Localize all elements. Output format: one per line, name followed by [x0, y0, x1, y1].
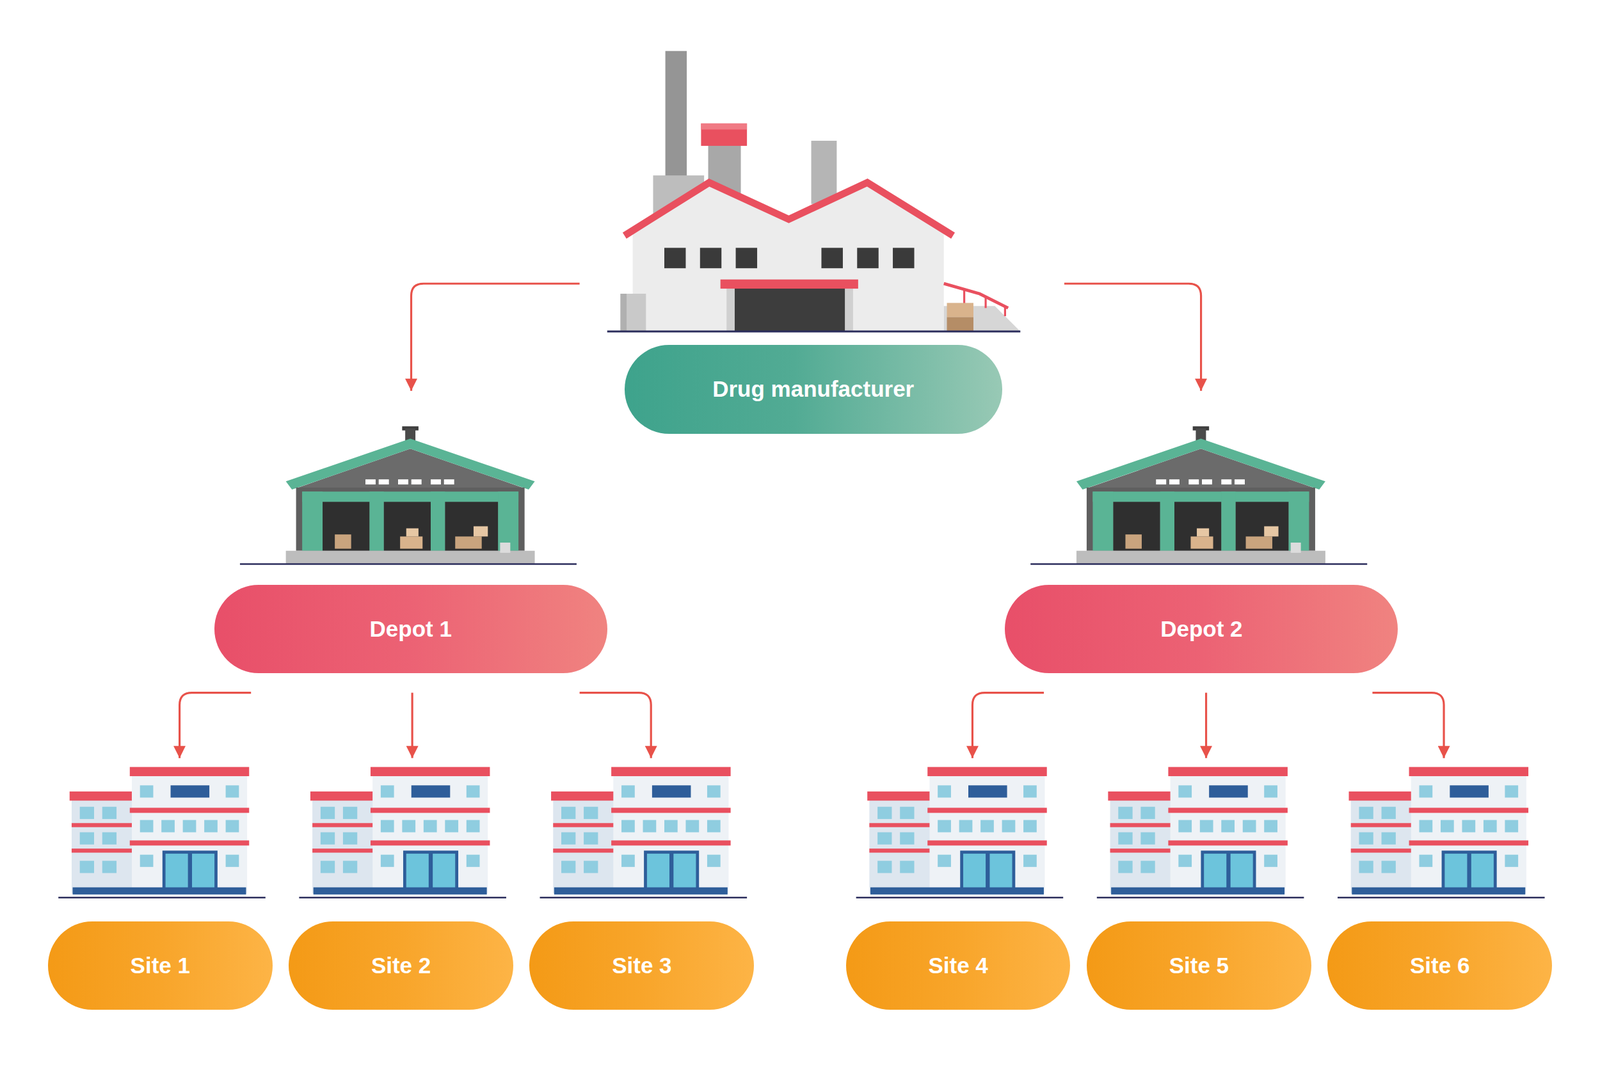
- flow-arrow: [411, 693, 414, 759]
- hospital-icon: [1096, 767, 1305, 898]
- depot-node: Depot 1: [214, 391, 608, 694]
- node-label: Depot 1: [369, 616, 452, 642]
- site-node: Site 4: [846, 758, 1071, 1011]
- crate: [947, 302, 974, 317]
- flow-arrow: [1372, 693, 1444, 759]
- pill-label-box: Site 1: [48, 921, 273, 1011]
- flow-arrow: [1064, 283, 1202, 391]
- chimney: [811, 140, 838, 205]
- factory-wall: [632, 185, 944, 332]
- door-post: [844, 288, 854, 332]
- window: [736, 247, 758, 269]
- rail-post: [984, 296, 987, 309]
- site-node: Site 5: [1086, 758, 1312, 1011]
- pill-label-box: Depot 2: [1004, 584, 1398, 674]
- stack-cap-top: [700, 123, 747, 130]
- node-label: Site 4: [928, 952, 988, 979]
- warehouse-icon: [1030, 426, 1368, 564]
- pill-label-box: Site 5: [1086, 921, 1312, 1011]
- door-post: [726, 288, 735, 332]
- hospital-icon: [856, 767, 1064, 898]
- window: [664, 247, 686, 269]
- flow-arrow: [1205, 693, 1208, 759]
- crate: [947, 317, 974, 332]
- node-label: Depot 2: [1160, 616, 1243, 642]
- factory-roof: [624, 182, 953, 236]
- door-lintel: [720, 279, 859, 289]
- pill-label-box: Site 3: [529, 921, 754, 1011]
- window: [700, 247, 722, 269]
- warehouse-icon: [240, 426, 577, 564]
- site-node: Site 2: [288, 758, 514, 1011]
- depot-node: Depot 2: [1004, 391, 1398, 694]
- pill-label-box: Site 4: [846, 921, 1071, 1011]
- node-label: Site 2: [371, 952, 431, 979]
- hospital-icon: [298, 767, 507, 898]
- node-label: Site 1: [130, 952, 191, 979]
- chimney: [665, 51, 687, 196]
- window: [856, 247, 879, 269]
- hospital-icon: [58, 767, 266, 898]
- hospital-icon: [540, 767, 748, 898]
- manufacturer-node: Drug manufacturer: [579, 40, 1065, 440]
- ground-line: [607, 330, 1021, 333]
- pill-label-box: Site 6: [1327, 921, 1552, 1011]
- pill-label-box: Drug manufacturer: [624, 344, 1003, 434]
- factory-icon: [607, 51, 1021, 332]
- site-node: Site 3: [529, 758, 754, 1011]
- node-label: Site 3: [611, 952, 672, 979]
- hospital-icon: [1337, 767, 1545, 898]
- shed: [620, 293, 646, 332]
- flow-arrow: [579, 693, 652, 759]
- flow-arrow: [972, 693, 1044, 759]
- site-node: Site 6: [1327, 758, 1552, 1011]
- node-label: Drug manufacturer: [712, 376, 914, 402]
- stack-cap: [700, 123, 747, 146]
- shed-edge: [620, 293, 627, 332]
- node-label: Site 5: [1169, 952, 1229, 979]
- flow-arrow: [179, 693, 252, 759]
- window: [892, 247, 914, 269]
- node-label: Site 6: [1409, 952, 1470, 979]
- window: [821, 247, 843, 269]
- factory-door: [734, 287, 845, 332]
- pill-label-box: Site 2: [288, 921, 514, 1011]
- flow-arrow: [411, 283, 580, 391]
- site-node: Site 1: [48, 758, 273, 1011]
- pill-label-box: Depot 1: [214, 584, 608, 674]
- rail-post: [1004, 305, 1007, 317]
